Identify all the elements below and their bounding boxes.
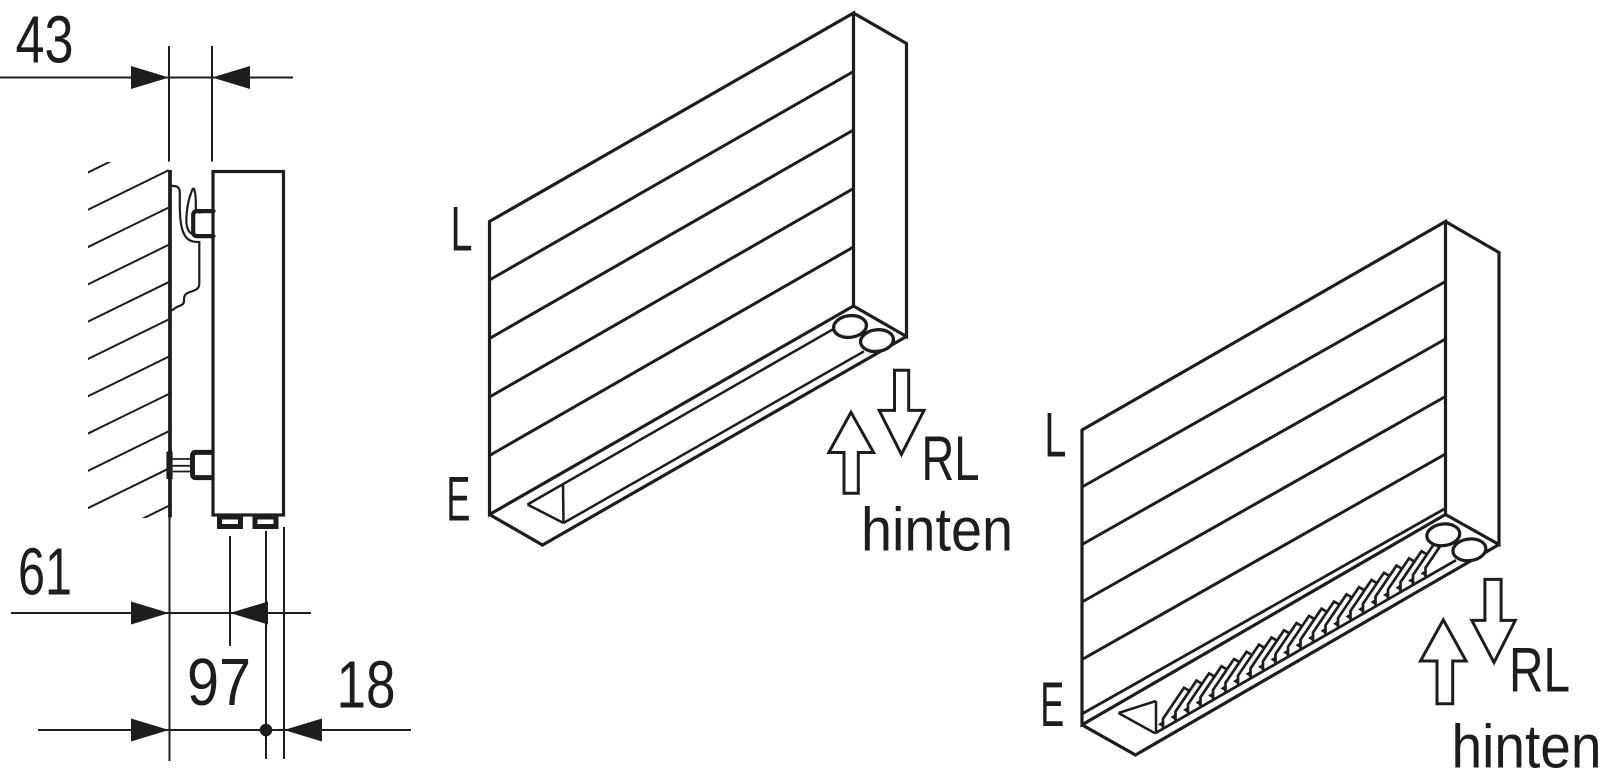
svg-text:18: 18 xyxy=(337,648,396,723)
svg-text:hinten: hinten xyxy=(1452,712,1600,780)
svg-text:97: 97 xyxy=(187,645,251,720)
svg-text:L: L xyxy=(451,195,473,265)
svg-text:E: E xyxy=(446,464,470,534)
svg-text:RL: RL xyxy=(922,424,980,494)
svg-text:hinten: hinten xyxy=(861,495,1013,563)
svg-text:61: 61 xyxy=(18,535,72,610)
svg-text:E: E xyxy=(1040,670,1064,740)
svg-text:L: L xyxy=(1044,401,1066,471)
svg-text:RL: RL xyxy=(1509,636,1570,706)
svg-text:43: 43 xyxy=(16,3,74,78)
